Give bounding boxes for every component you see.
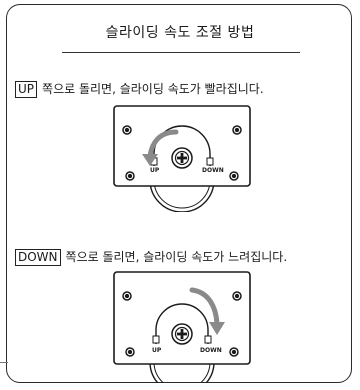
instruction-down-text: 쪽으로 돌리면, 슬라이딩 속도가 느려집니다. [65,250,288,264]
rotate-left-arrow-icon [142,129,179,166]
up-label: UP [152,347,162,354]
up-key-box: UP [15,80,38,98]
down-key-box: DOWN [15,248,61,266]
roller-wheel [149,361,215,383]
adjustment-screw-icon [171,323,193,345]
down-label: DOWN [200,347,222,354]
instruction-card [6,4,352,383]
edge-mark [0,362,8,363]
rotate-right-arrow-icon [189,287,225,335]
mounting-plate [113,271,251,365]
speed-dial-figure-down: UP DOWN [113,271,251,383]
roller-wheel [149,179,215,212]
speed-dial-figure-up: UP DOWN [113,105,251,212]
up-label: UP [150,167,160,174]
instruction-down: DOWN 쪽으로 돌리면, 슬라이딩 속도가 느려집니다. [15,248,287,266]
page-title: 슬라이딩 속도 조절 방법 [105,25,255,41]
screw-holes [122,291,242,357]
adjustment-screw-icon [171,147,193,169]
instruction-up-text: 쪽으로 돌리면, 슬라이딩 속도가 빨라집니다. [42,82,264,96]
down-label: DOWN [202,167,224,174]
screw-holes [122,125,242,181]
instruction-up: UP 쪽으로 돌리면, 슬라이딩 속도가 빨라집니다. [15,80,264,98]
dial-arc [155,303,209,344]
title-divider [62,52,300,54]
mounting-plate [113,105,251,187]
